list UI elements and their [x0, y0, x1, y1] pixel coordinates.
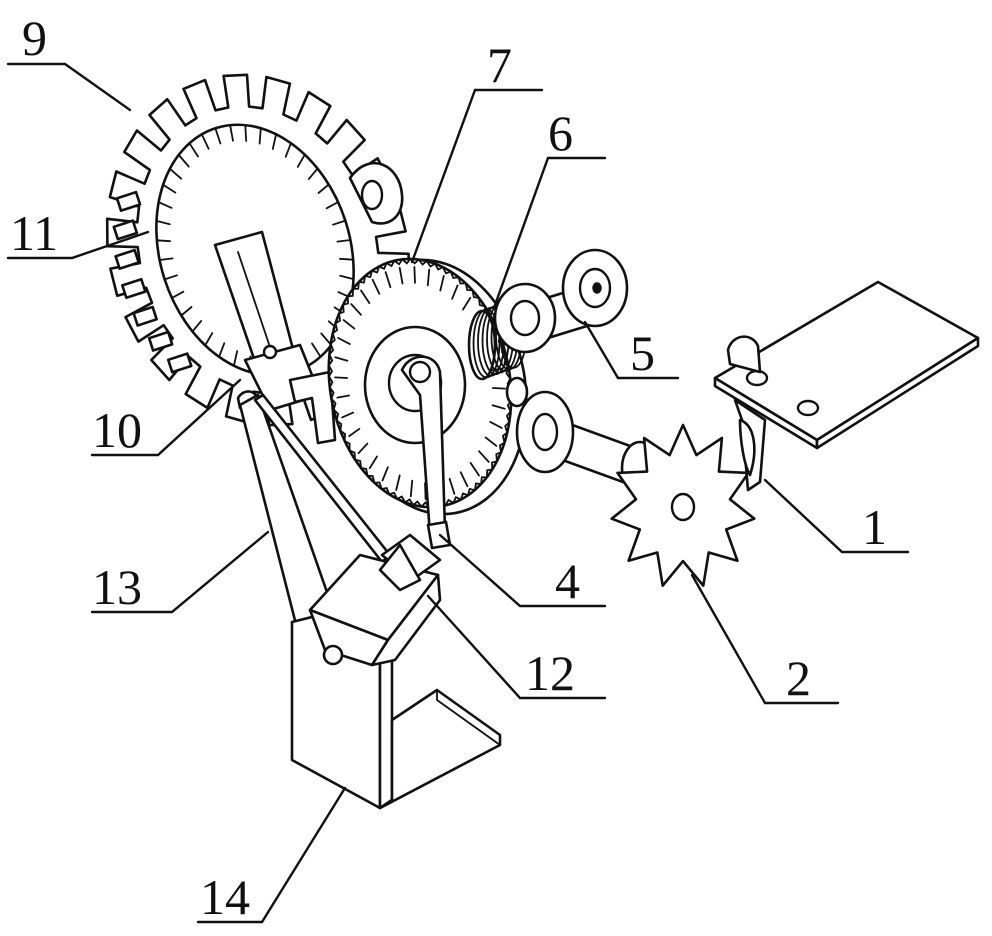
leader-2 — [690, 573, 840, 705]
callout-6: 6 — [548, 105, 573, 161]
callout-labels: 9 11 10 13 14 12 4 2 1 5 6 7 — [10, 10, 887, 925]
callout-12: 12 — [525, 645, 575, 701]
callout-14: 14 — [200, 869, 250, 925]
callout-2: 2 — [786, 650, 811, 706]
mounting-plate — [713, 280, 980, 492]
star-wheel — [610, 423, 756, 587]
callout-7: 7 — [487, 37, 512, 93]
leader-lines — [6, 62, 910, 924]
callout-9: 9 — [22, 10, 47, 66]
callout-1: 1 — [862, 499, 887, 555]
leader-12 — [426, 594, 607, 700]
leader-7 — [410, 88, 544, 264]
leader-10 — [90, 378, 242, 457]
rim-pins — [112, 190, 193, 374]
callout-5: 5 — [630, 325, 655, 381]
callout-4: 4 — [555, 553, 580, 609]
callout-11: 11 — [10, 205, 58, 261]
callout-10: 10 — [92, 402, 142, 458]
bearing-shaft-upper — [493, 248, 629, 354]
slider-block — [308, 533, 442, 667]
leader-11 — [6, 230, 150, 260]
leader-9 — [6, 62, 132, 112]
leader-13 — [90, 530, 270, 614]
callout-13: 13 — [92, 559, 142, 615]
leader-5 — [583, 320, 680, 380]
leader-1 — [763, 478, 910, 554]
leader-14 — [196, 786, 347, 924]
leader-6 — [493, 156, 607, 307]
leader-4 — [438, 533, 607, 608]
